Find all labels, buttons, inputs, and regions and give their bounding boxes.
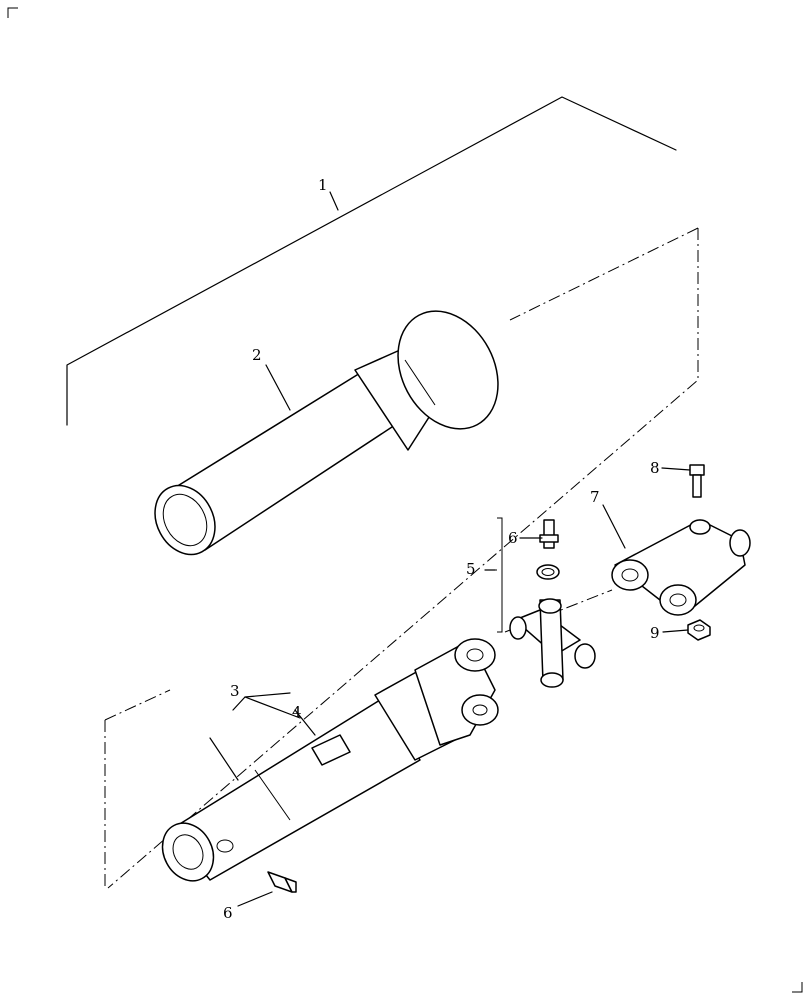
callout-1: 1	[318, 176, 328, 194]
callout-6-lower: 6	[223, 904, 233, 922]
outer-tube-guard	[154, 310, 499, 556]
grease-fitting-lower	[267, 871, 297, 893]
nut	[687, 619, 711, 641]
callout-6-upper: 6	[508, 529, 518, 547]
callout-7: 7	[590, 488, 600, 506]
flange-yoke	[611, 519, 751, 616]
inner-shaft-yoke	[161, 638, 499, 882]
assembly-outline-dashed	[104, 227, 699, 889]
leader-lines	[209, 364, 691, 907]
callout-5: 5	[466, 560, 476, 578]
corner-marks	[7, 7, 803, 993]
universal-joint-cross	[509, 564, 596, 688]
callout-2: 2	[252, 346, 262, 364]
decal-label	[311, 734, 351, 766]
bolt	[689, 464, 705, 498]
callout-8: 8	[650, 459, 660, 477]
callout-9: 9	[650, 624, 660, 642]
callout-4: 4	[292, 703, 302, 721]
grease-fitting-upper	[539, 519, 559, 549]
callout-3: 3	[230, 682, 240, 700]
assembly-bracket-1	[66, 96, 677, 426]
